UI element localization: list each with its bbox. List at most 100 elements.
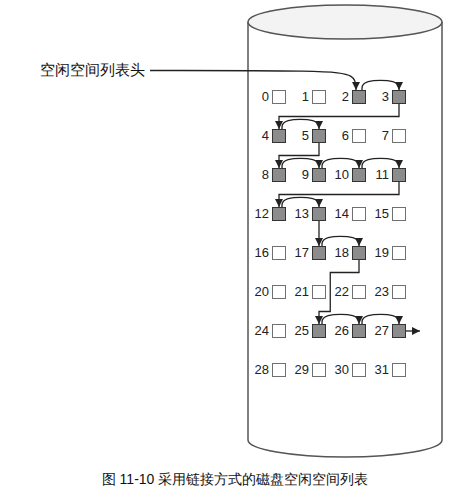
block-number: 22 [335,285,349,299]
disk-block: 18 [335,246,366,260]
link-pointer [279,104,399,129]
free-block-square [312,324,326,338]
cylinder-top [248,5,442,39]
link-pointer [322,158,359,168]
link-pointer [279,143,319,168]
block-number: 23 [375,285,389,299]
block-number: 11 [376,168,390,182]
list-head-label: 空闲空间列表头 [40,61,145,80]
disk-block: 30 [335,363,366,377]
free-block-square [392,168,406,182]
block-number: 17 [295,246,309,260]
free-block-square [312,129,326,143]
block-square [352,207,366,221]
free-block-square [352,90,366,104]
disk-block: 5 [302,129,326,143]
block-number: 5 [302,129,309,143]
block-number: 7 [382,129,389,143]
free-block-square [272,207,286,221]
disk-block: 3 [382,90,406,104]
block-number: 28 [255,363,269,377]
disk-block: 13 [295,207,326,221]
disk-block: 28 [255,363,286,377]
block-number: 21 [295,285,309,299]
block-number: 9 [302,168,309,182]
disk-block: 22 [335,285,366,299]
link-pointer [282,119,319,129]
disk-block: 25 [295,324,326,338]
block-square [272,363,286,377]
block-square [392,207,406,221]
disk-block: 6 [342,129,366,143]
block-number: 8 [262,168,269,182]
disk-block: 15 [375,207,406,221]
free-block-square [352,168,366,182]
free-block-square [352,246,366,260]
block-number: 18 [335,246,349,260]
free-block-square [272,129,286,143]
cylinder-body [248,22,442,457]
block-number: 3 [382,90,389,104]
block-square [272,285,286,299]
block-number: 20 [255,285,269,299]
block-number: 10 [335,168,349,182]
block-square [312,90,326,104]
disk-block: 11 [376,168,407,182]
block-number: 29 [295,363,309,377]
link-pointer [318,221,319,246]
disk-block: 26 [335,324,366,338]
block-number: 14 [335,207,349,221]
block-number: 31 [375,363,389,377]
block-square [272,246,286,260]
disk-block: 19 [375,246,406,260]
block-square [352,363,366,377]
free-block-square [312,168,326,182]
link-pointer [282,197,319,207]
link-pointer [362,314,399,324]
block-number: 1 [302,90,309,104]
block-number: 6 [342,129,349,143]
disk-block: 8 [262,168,286,182]
block-square [272,324,286,338]
free-block-square [392,90,406,104]
disk-block: 1 [302,90,326,104]
disk-block: 7 [382,129,406,143]
free-block-square [392,324,406,338]
head-pointer [150,71,356,91]
block-square [312,285,326,299]
link-pointer [279,182,399,207]
disk-block: 31 [375,363,406,377]
figure-caption: 图 11-10 采用链接方式的磁盘空闲空间列表 [0,471,470,489]
block-number: 15 [375,207,389,221]
block-number: 27 [375,324,389,338]
block-number: 26 [335,324,349,338]
disk-block: 24 [255,324,286,338]
block-number: 13 [295,207,309,221]
disk-block: 9 [302,168,326,182]
disk-block: 29 [295,363,326,377]
link-pointer [362,158,399,168]
disk-block: 0 [262,90,286,104]
disk-block: 27 [375,324,406,338]
block-number: 0 [262,90,269,104]
block-number: 24 [255,324,269,338]
disk-block: 12 [255,207,286,221]
block-square [392,129,406,143]
block-square [392,285,406,299]
block-number: 2 [342,90,349,104]
block-square [312,363,326,377]
disk-block: 16 [255,246,286,260]
link-pointer [282,158,319,168]
disk-block: 23 [375,285,406,299]
free-block-square [272,168,286,182]
block-number: 12 [255,207,269,221]
disk-block: 17 [295,246,326,260]
block-number: 16 [255,246,269,260]
disk-block: 20 [255,285,286,299]
block-square [352,285,366,299]
block-square [392,246,406,260]
block-square [392,363,406,377]
block-square [272,90,286,104]
block-number: 19 [375,246,389,260]
